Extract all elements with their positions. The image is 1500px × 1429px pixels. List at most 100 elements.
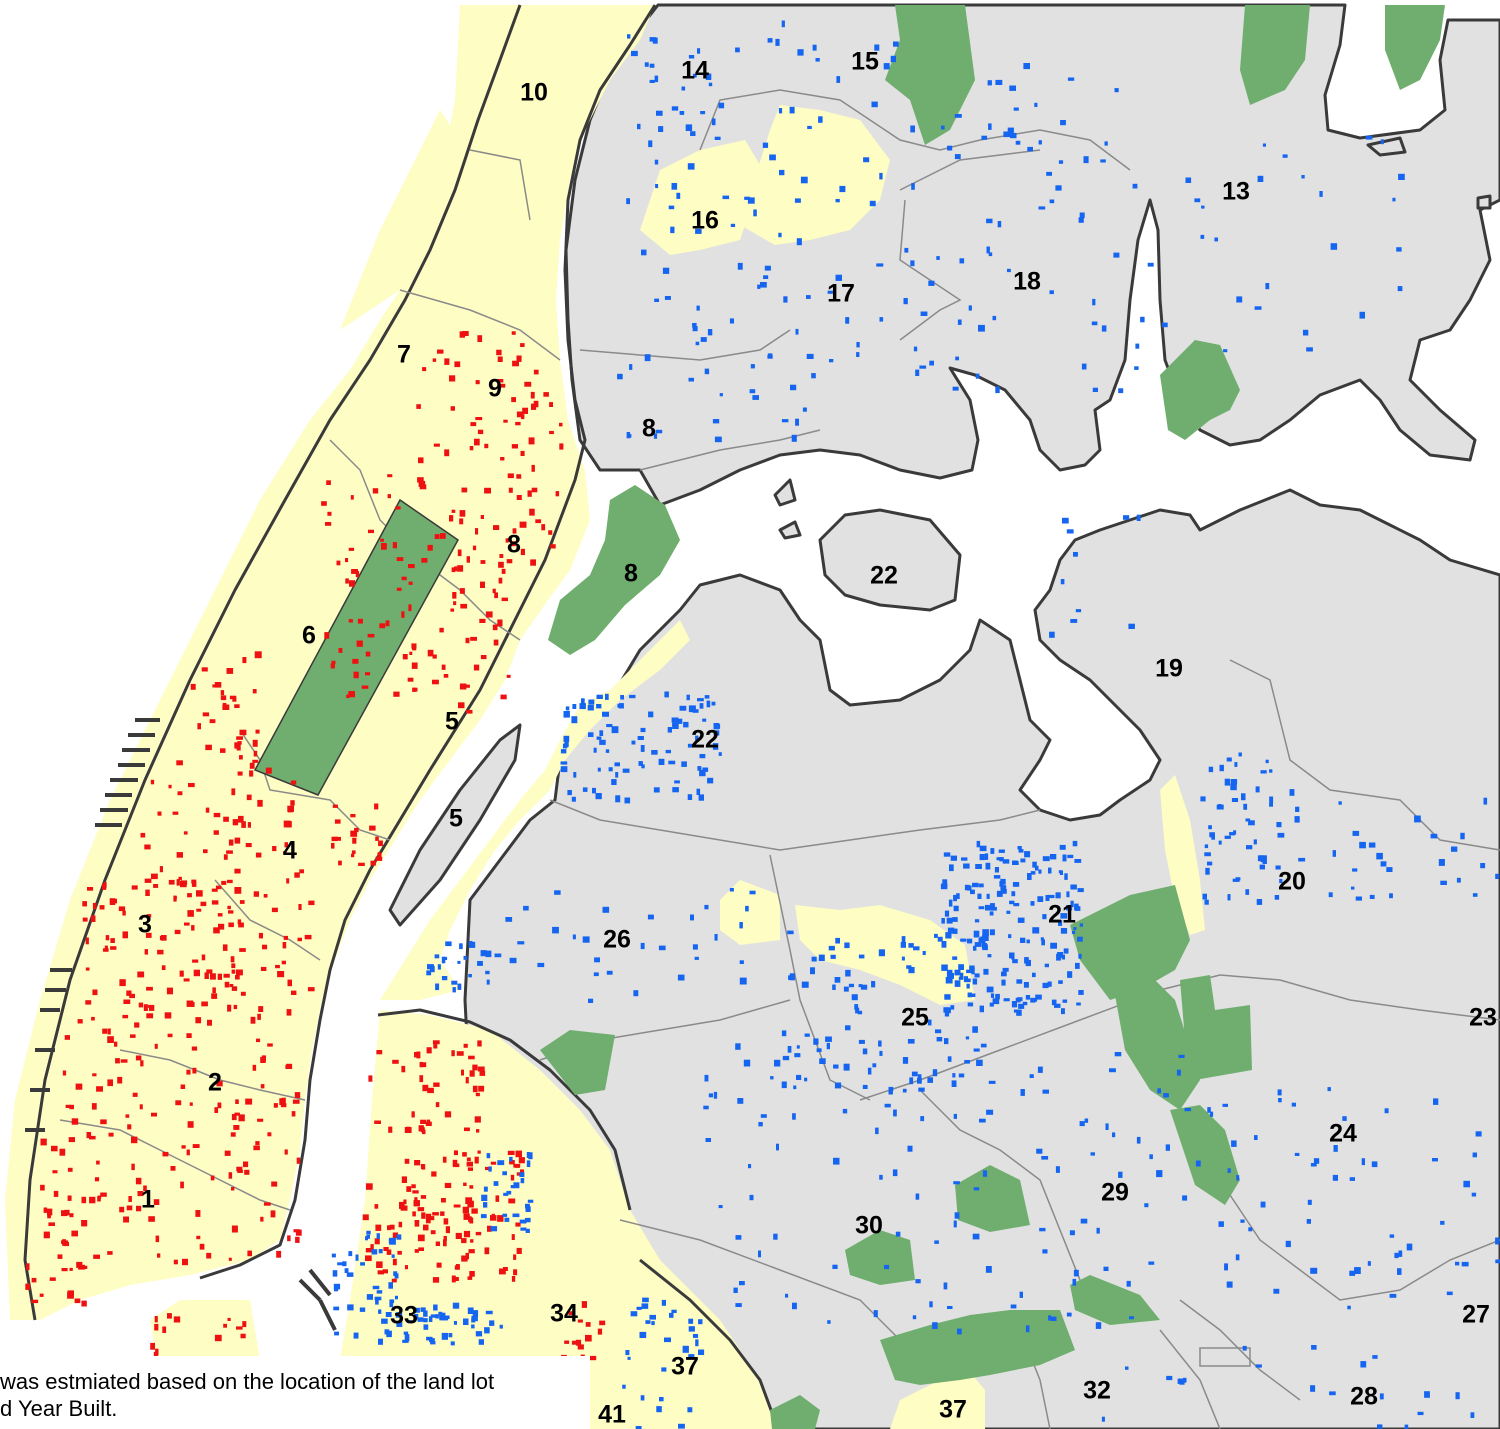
- building-dot: [237, 741, 242, 745]
- district-label: 26: [603, 926, 631, 954]
- building-dot: [995, 386, 1000, 394]
- building-dot: [1078, 953, 1082, 959]
- building-dot: [729, 318, 734, 324]
- building-dot: [131, 1136, 138, 1144]
- building-dot: [531, 403, 537, 410]
- building-dot: [845, 317, 850, 324]
- building-dot: [795, 328, 799, 335]
- building-dot: [900, 942, 906, 948]
- building-dot: [781, 20, 785, 28]
- district-label: 18: [1013, 268, 1041, 296]
- building-dot: [433, 1304, 438, 1311]
- building-dot: [1240, 1219, 1245, 1223]
- building-dot: [714, 436, 722, 443]
- building-dot: [893, 1109, 897, 1117]
- building-dot: [477, 335, 483, 342]
- building-dot: [565, 706, 570, 711]
- building-dot: [630, 1311, 638, 1317]
- building-dot: [832, 1264, 838, 1269]
- building-dot: [94, 1177, 100, 1182]
- building-dot: [778, 108, 783, 114]
- building-dot: [71, 1230, 78, 1237]
- building-dot: [512, 1213, 520, 1218]
- building-dot: [572, 934, 576, 940]
- building-dot: [1440, 880, 1447, 885]
- building-dot: [1365, 135, 1373, 140]
- building-dot: [1227, 894, 1231, 901]
- building-dot: [82, 917, 88, 922]
- building-dot: [470, 1239, 474, 1243]
- building-dot: [615, 772, 619, 778]
- building-dot: [196, 890, 203, 897]
- building-dot: [1182, 1377, 1187, 1383]
- building-dot: [238, 922, 244, 928]
- building-dot: [1105, 1123, 1109, 1130]
- building-dot: [640, 745, 645, 752]
- building-dot: [552, 926, 559, 934]
- building-dot: [237, 771, 243, 776]
- building-dot: [65, 1104, 71, 1108]
- central-park: [253, 498, 459, 796]
- building-dot: [1059, 870, 1063, 875]
- legend-note-line-1: was estmiated based on the location of t…: [0, 1369, 495, 1394]
- building-dot: [810, 967, 815, 975]
- building-dot: [192, 1144, 200, 1148]
- building-dot: [235, 1099, 239, 1104]
- building-dot: [401, 1176, 407, 1183]
- building-dot: [941, 964, 948, 971]
- building-dot: [1245, 818, 1251, 822]
- building-dot: [541, 524, 546, 531]
- building-dot: [239, 900, 245, 904]
- building-dot: [1047, 981, 1052, 987]
- building-dot: [423, 1324, 429, 1330]
- building-dot: [995, 79, 1003, 85]
- building-dot: [1073, 552, 1078, 557]
- building-dot: [845, 1025, 851, 1031]
- building-dot: [1185, 177, 1192, 183]
- building-dot: [414, 1307, 420, 1313]
- building-dot: [96, 1086, 103, 1092]
- building-dot: [596, 704, 602, 709]
- building-dot: [659, 1397, 664, 1402]
- building-dot: [418, 480, 426, 487]
- building-dot: [1355, 896, 1362, 901]
- building-dot: [944, 1009, 950, 1017]
- building-dot: [441, 956, 446, 964]
- building-dot: [122, 910, 126, 916]
- building-dot: [993, 875, 1001, 879]
- building-dot: [1386, 867, 1393, 872]
- building-dot: [96, 1160, 100, 1165]
- building-dot: [443, 1218, 449, 1225]
- building-dot: [1079, 1121, 1085, 1127]
- building-dot: [291, 1111, 296, 1117]
- building-dot: [915, 1193, 920, 1200]
- building-dot: [157, 949, 164, 955]
- building-dot: [497, 1215, 504, 1222]
- building-dot: [173, 1259, 178, 1265]
- building-dot: [334, 819, 341, 824]
- building-dot: [1058, 980, 1063, 984]
- building-dot: [91, 1016, 95, 1021]
- building-dot: [677, 974, 685, 981]
- building-dot: [291, 990, 297, 995]
- building-dot: [435, 1102, 440, 1108]
- building-dot: [1209, 1111, 1214, 1117]
- building-dot: [1049, 631, 1055, 638]
- building-dot: [295, 1236, 300, 1243]
- building-dot: [1248, 820, 1255, 826]
- building-dot: [1298, 857, 1306, 862]
- building-dot: [197, 723, 201, 730]
- building-dot: [371, 1249, 378, 1255]
- building-dot: [979, 937, 986, 944]
- building-dot: [1204, 852, 1211, 857]
- building-dot: [249, 770, 254, 777]
- building-dot: [92, 989, 98, 996]
- building-dot: [947, 1056, 952, 1062]
- building-dot: [179, 970, 184, 977]
- building-dot: [548, 530, 553, 535]
- building-dot: [180, 880, 188, 885]
- building-dot: [1101, 1416, 1105, 1422]
- building-dot: [68, 1137, 75, 1143]
- building-dot: [376, 1050, 383, 1055]
- building-dot: [401, 611, 405, 618]
